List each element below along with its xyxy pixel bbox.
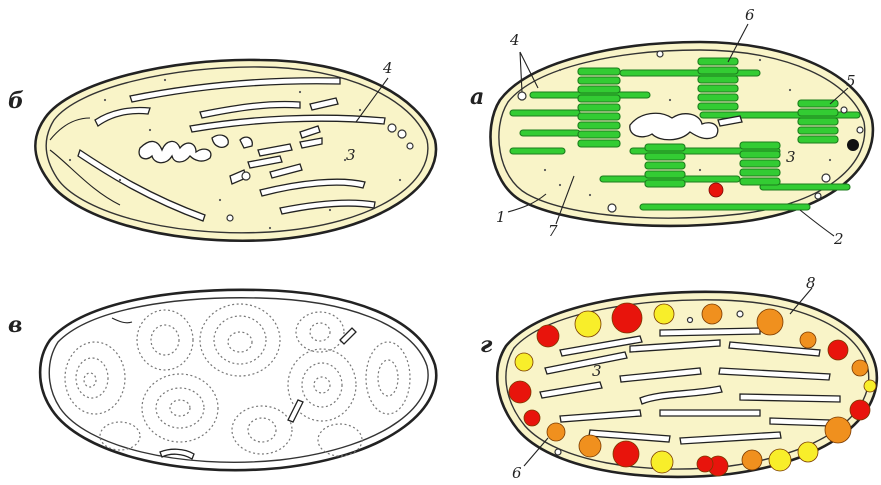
panel-a-vesicle [841,107,847,113]
panel-g-vesicle [688,318,693,323]
panel-a-vesicle [815,193,821,199]
panel-a-vesicle [657,51,663,57]
panel-a-granum [578,68,620,147]
panel-a-granum [740,142,780,185]
panel-a-thylakoid [640,204,810,210]
panel-v-label: в [8,312,22,338]
panel-g-vesicle [555,449,561,455]
panel-a-pointer-2 [800,210,834,236]
panel-b-vesicle [407,143,413,149]
panel-a-red-droplet [709,183,723,197]
panel-a-vesicle [608,204,616,212]
panel-a-granum [645,144,685,187]
panel-a-number-3: 3 [786,148,796,166]
panel-b-vesicle [242,172,250,180]
panel-a-number-2: 2 [833,230,844,248]
panel-a-number-4: 4 [509,31,520,49]
panel-a-chloroplast: а 4 6 5 3 1 7 2 [470,6,873,248]
panel-b-label: б [8,88,24,114]
panel-a-label: а [470,84,484,110]
panel-g-number-6: 6 [512,464,522,482]
panel-g-number-8: 8 [806,274,816,292]
panel-b-number-4: 4 [382,59,393,77]
panel-b-vesicle [398,130,406,138]
panel-b-leucoplast: б 4 3 [8,59,436,241]
panel-a-dark-droplet [847,139,859,151]
panel-a-granum [798,100,838,143]
panel-a-thylakoid [510,110,580,116]
panel-b-vesicle [227,215,233,221]
panel-a-vesicle [857,127,863,133]
panel-a-thylakoid [620,70,760,76]
panel-b-number-3: 3 [346,146,356,164]
panel-b-vesicle [388,124,396,132]
panel-g-vesicle [737,311,743,317]
panel-g-number-3: 3 [592,362,602,380]
panel-a-number-5: 5 [846,72,856,90]
panel-a-thylakoid [510,148,565,154]
panel-a-number-6: 6 [745,6,755,24]
panel-g-label: г [480,332,493,358]
panel-a-number-1: 1 [496,208,506,226]
panel-a-number-7: 7 [548,222,558,240]
panel-a-vesicle [518,92,526,100]
panel-a-thylakoid [520,130,580,136]
panel-a-vesicle [822,174,830,182]
panel-g-chromoplast: г 8 3 6 [480,274,877,482]
panel-v-amyloplast: в [8,290,436,470]
